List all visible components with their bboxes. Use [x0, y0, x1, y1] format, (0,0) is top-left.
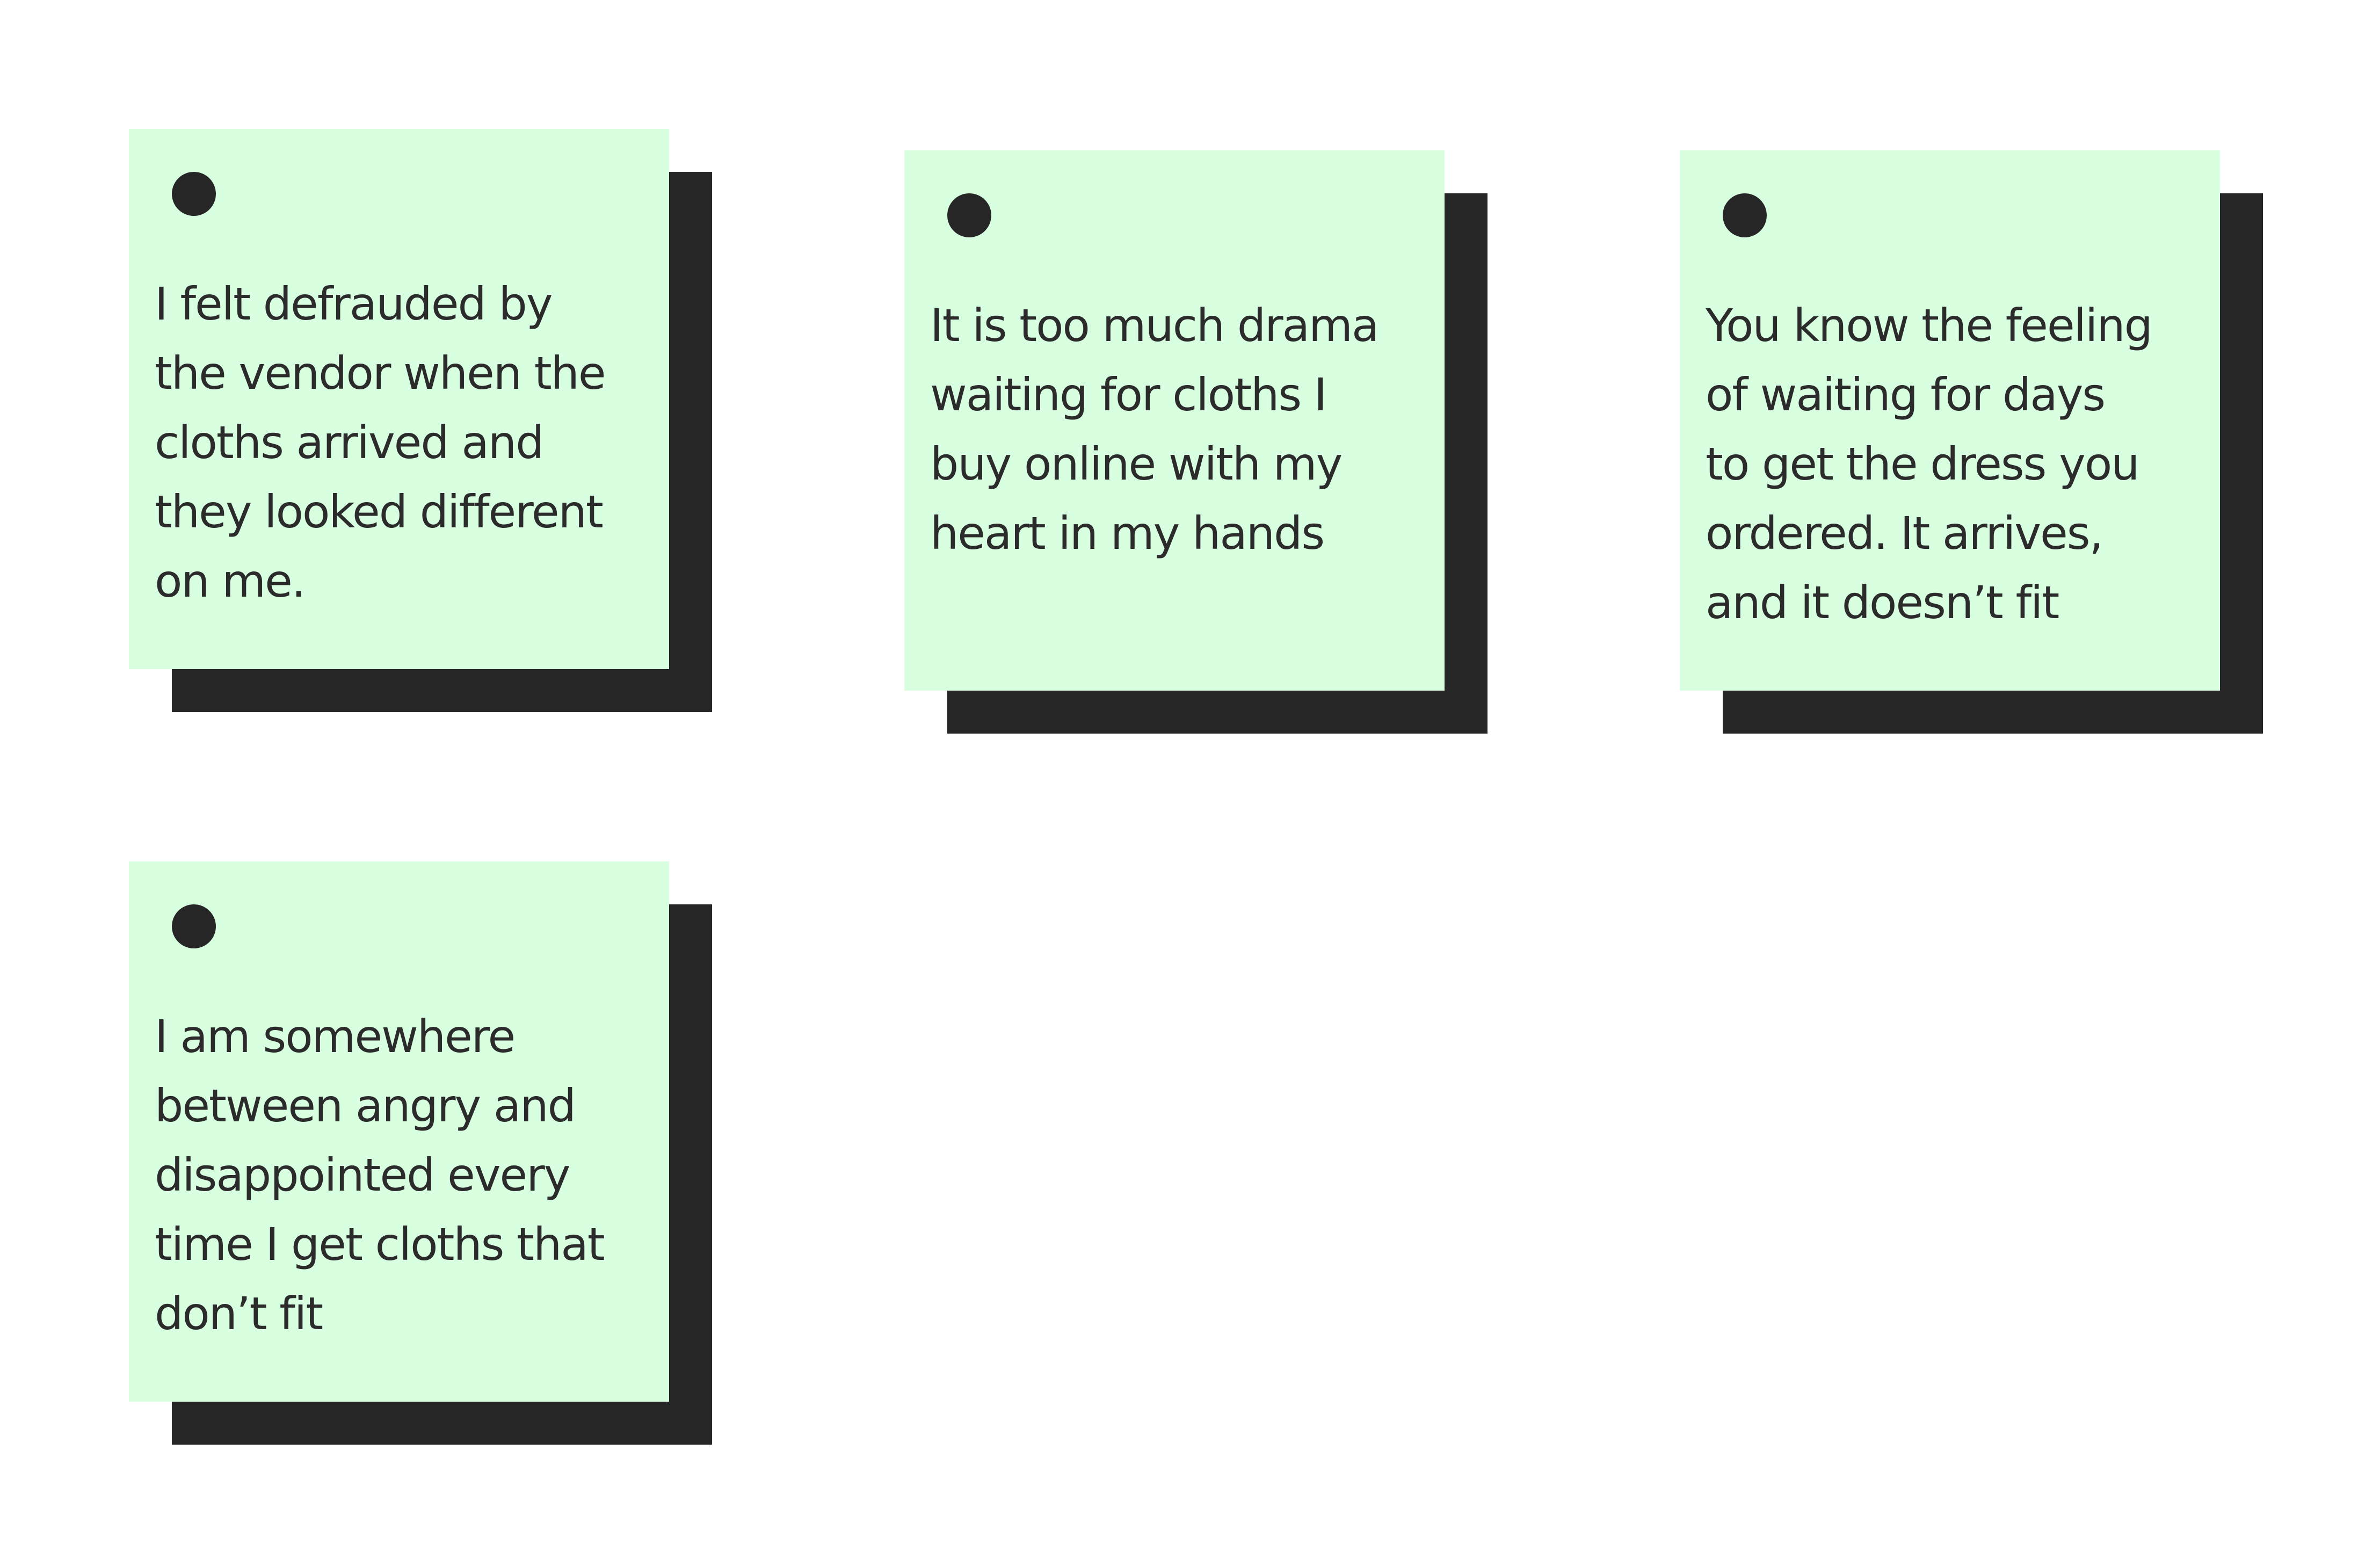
note-text: I felt defrauded by the vendor when the …	[155, 278, 606, 607]
sticky-note[interactable]: You know the feeling of waiting for days…	[1680, 150, 2263, 734]
note-paper[interactable]: It is too much drama waiting for cloths …	[904, 150, 1445, 691]
note-text: You know the feeling of waiting for days…	[1706, 299, 2153, 629]
sticky-note[interactable]: It is too much drama waiting for cloths …	[904, 150, 1488, 734]
note-text: It is too much drama waiting for cloths …	[930, 299, 1379, 560]
pin-dot-icon	[172, 904, 216, 948]
note-paper[interactable]: You know the feeling of waiting for days…	[1680, 150, 2220, 691]
pin-dot-icon	[947, 193, 991, 237]
pin-dot-icon	[1723, 193, 1767, 237]
note-text: I am somewhere between angry and disappo…	[155, 1010, 605, 1340]
sticky-note[interactable]: I am somewhere between angry and disappo…	[129, 861, 712, 1445]
note-paper[interactable]: I am somewhere between angry and disappo…	[129, 861, 669, 1402]
sticky-note[interactable]: I felt defrauded by the vendor when the …	[129, 129, 712, 712]
pin-dot-icon	[172, 172, 216, 216]
note-paper[interactable]: I felt defrauded by the vendor when the …	[129, 129, 669, 669]
